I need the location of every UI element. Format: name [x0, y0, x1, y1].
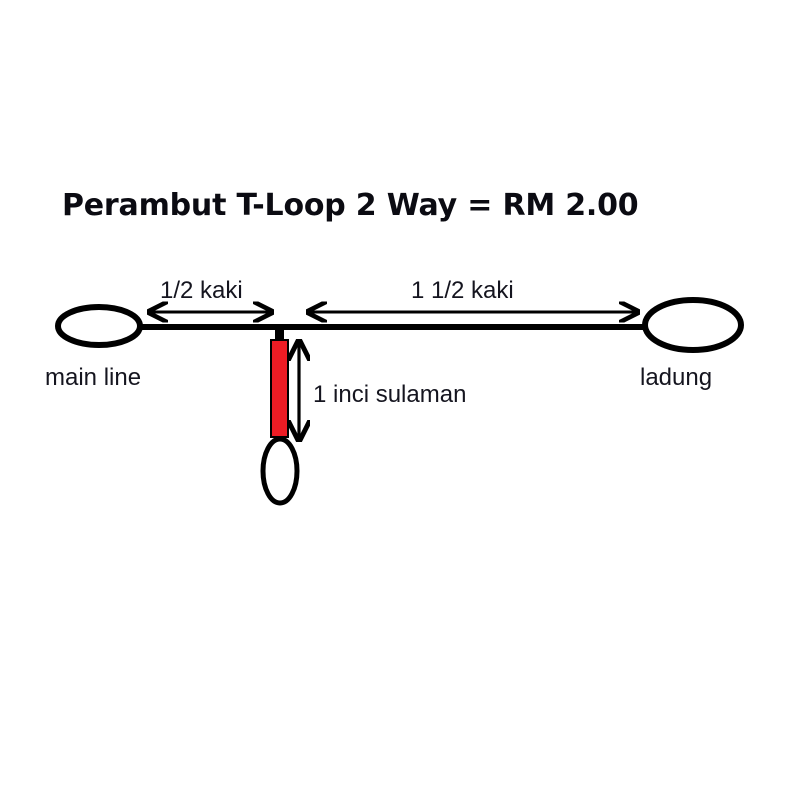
t-junction-stub	[275, 327, 284, 342]
dimension-label-dropper: 1 inci sulaman	[313, 381, 467, 408]
ladung-loop-ellipse	[642, 297, 744, 353]
node-label-main-line: main line	[45, 364, 142, 391]
red-sleeve-bar	[270, 339, 289, 438]
dropper-loop-ellipse	[260, 436, 300, 506]
main-line-loop-ellipse	[55, 304, 143, 348]
dimension-label-right-segment: 1 1/2 kaki	[411, 277, 514, 304]
page-title: Perambut T-Loop 2 Way = RM 2.00	[62, 188, 639, 223]
node-label-ladung: ladung	[640, 364, 713, 391]
dimension-label-left-segment: 1/2 kaki	[160, 277, 243, 304]
